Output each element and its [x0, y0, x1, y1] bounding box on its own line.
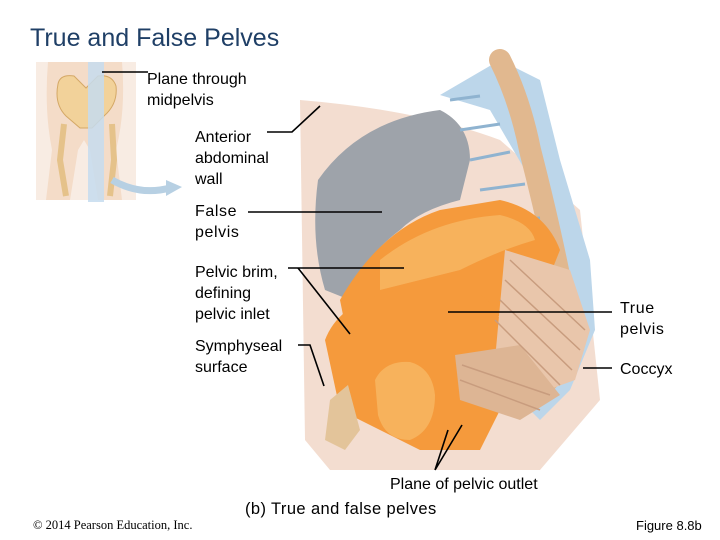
copyright-notice: © 2014 Pearson Education, Inc.	[33, 518, 193, 532]
label-anterior-abdominal-wall: Anterior abdominal wall	[195, 129, 269, 188]
label-false-pelvis: False pelvis	[195, 203, 240, 241]
inset-midpelvis-plane	[88, 62, 104, 202]
obturator-foramen	[375, 361, 435, 440]
page-title: True and False Pelves	[30, 24, 280, 52]
leader-lines	[102, 71, 612, 471]
inset-arrow-head	[166, 180, 182, 196]
leader-anterior-wall	[267, 105, 321, 133]
inset-right-femur	[107, 123, 118, 197]
symphysis-surface	[325, 385, 360, 450]
gray-wall	[315, 110, 470, 300]
inset-left-femur	[56, 123, 69, 197]
muscle-fibers	[459, 259, 586, 411]
figure-caption: (b) True and false pelves	[245, 500, 437, 518]
inset-arrow	[110, 176, 171, 195]
label-coccyx: Coccyx	[620, 361, 673, 378]
leader-symphyseal	[298, 344, 325, 387]
inset-thumbnail	[36, 62, 182, 202]
muscle-lower	[455, 345, 560, 420]
ilium-highlight	[380, 215, 535, 290]
label-pelvic-brim: Pelvic brim, defining pelvic inlet	[195, 264, 278, 323]
label-true-pelvis: True pelvis	[620, 300, 665, 338]
leader-pelvic-outlet	[434, 424, 463, 471]
leader-pelvic-brim-2	[297, 267, 351, 335]
label-symphyseal-surface: Symphyseal surface	[195, 338, 283, 376]
figure-number: Figure 8.8b	[636, 518, 702, 533]
label-plane-of-pelvic-outlet: Plane of pelvic outlet	[390, 476, 538, 493]
label-plane-midpelvis: Plane through midpelvis	[147, 71, 247, 109]
